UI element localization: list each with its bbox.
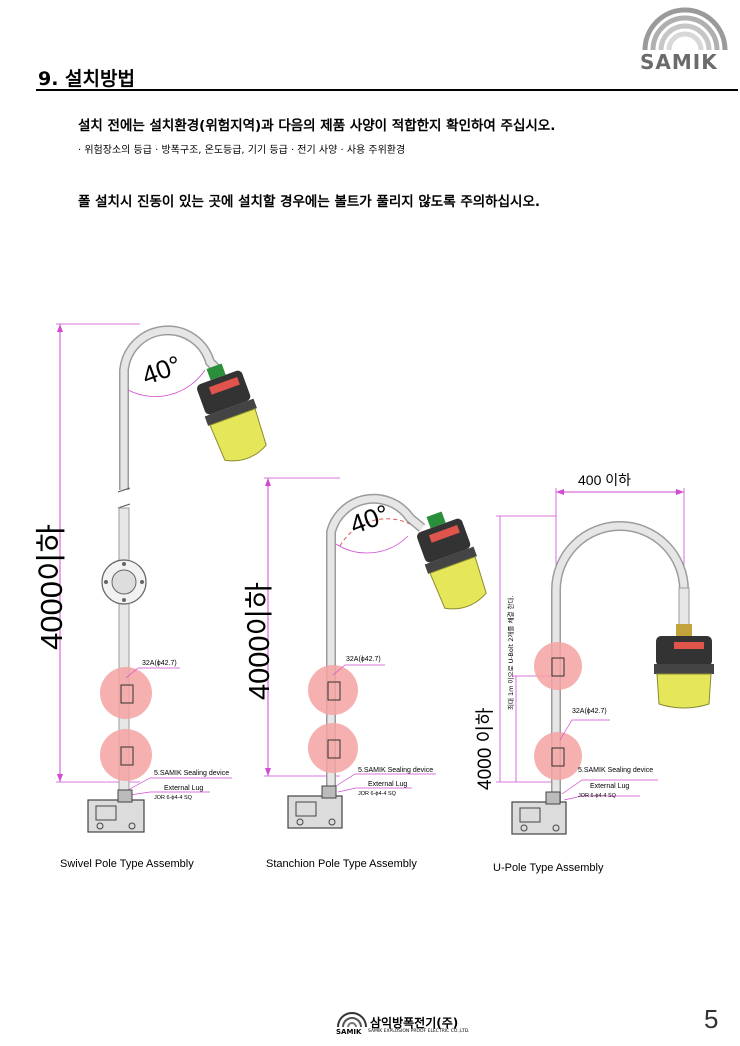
- swivel-caption: Swivel Pole Type Assembly: [60, 858, 194, 870]
- footer-company-name: 삼익방폭전기(주): [370, 1016, 459, 1030]
- page-number: 5: [704, 1004, 719, 1034]
- u-pole-figure: [496, 488, 714, 835]
- u-pole-caption: U-Pole Type Assembly: [493, 862, 604, 874]
- u-pole-lug-label: External Lug: [590, 783, 630, 790]
- swivel-lug-label: External Lug: [164, 785, 204, 792]
- u-pole-pipe-label: 32A(ϕ42.7): [572, 708, 607, 715]
- swivel-pole-figure: [56, 323, 267, 833]
- stanchion-lug-label: External Lug: [368, 781, 408, 788]
- title-divider: [36, 89, 738, 91]
- stanchion-pipe-label: 32A(ϕ42.7): [346, 656, 381, 663]
- u-pole-width-label: 400 이하: [578, 472, 632, 488]
- u-pole-sealing-label: 5.SAMIK Sealing device: [578, 767, 654, 774]
- footer-brand: SAMIK: [336, 1028, 362, 1036]
- swivel-height-label: 4000이하: [34, 523, 69, 650]
- footer-company-subtitle: SAMIK EXPLOSION PROOF ELECTRIC CO.,LTD.: [368, 1029, 470, 1034]
- footer-logo-icon: [337, 1012, 367, 1028]
- stanchion-lug-spec: JOR 6-ϕ4-4 SQ: [358, 791, 396, 797]
- stanchion-height-label: 4000이하: [244, 582, 276, 700]
- swivel-sealing-label: 5.SAMIK Sealing device: [154, 770, 230, 777]
- stanchion-sealing-label: 5.SAMIK Sealing device: [358, 767, 434, 774]
- intro-paragraph-2: 폴 설치시 진동이 있는 곳에 설치할 경우에는 볼트가 풀리지 않도록 주의하…: [78, 194, 540, 210]
- u-pole-lug-spec: JOR 6-ϕ4-4 SQ: [578, 793, 616, 799]
- intro-spec-list: · 위험장소의 등급 · 방폭구조, 온도등급, 기기 등급 · 전기 사양 ·…: [78, 145, 406, 156]
- section-title: 9. 설치방법: [38, 68, 135, 90]
- samik-logo-icon: [642, 7, 728, 51]
- logo-text: SAMIK: [640, 50, 718, 74]
- u-pole-height-label: 4000 이하: [475, 707, 496, 790]
- u-pole-note: 최대 1m 이으로 U-Bolt 2개를 채결 한다.: [507, 595, 515, 710]
- stanchion-pole-figure: [264, 477, 487, 829]
- swivel-pipe-label: 32A(ϕ42.7): [142, 660, 177, 667]
- swivel-lug-spec: JOR 6-ϕ4-4 SQ: [154, 795, 192, 801]
- stanchion-caption: Stanchion Pole Type Assembly: [266, 858, 417, 870]
- intro-paragraph-1: 설치 전에는 설치환경(위험지역)과 다음의 제품 사양이 적합한지 확인하여 …: [78, 118, 556, 134]
